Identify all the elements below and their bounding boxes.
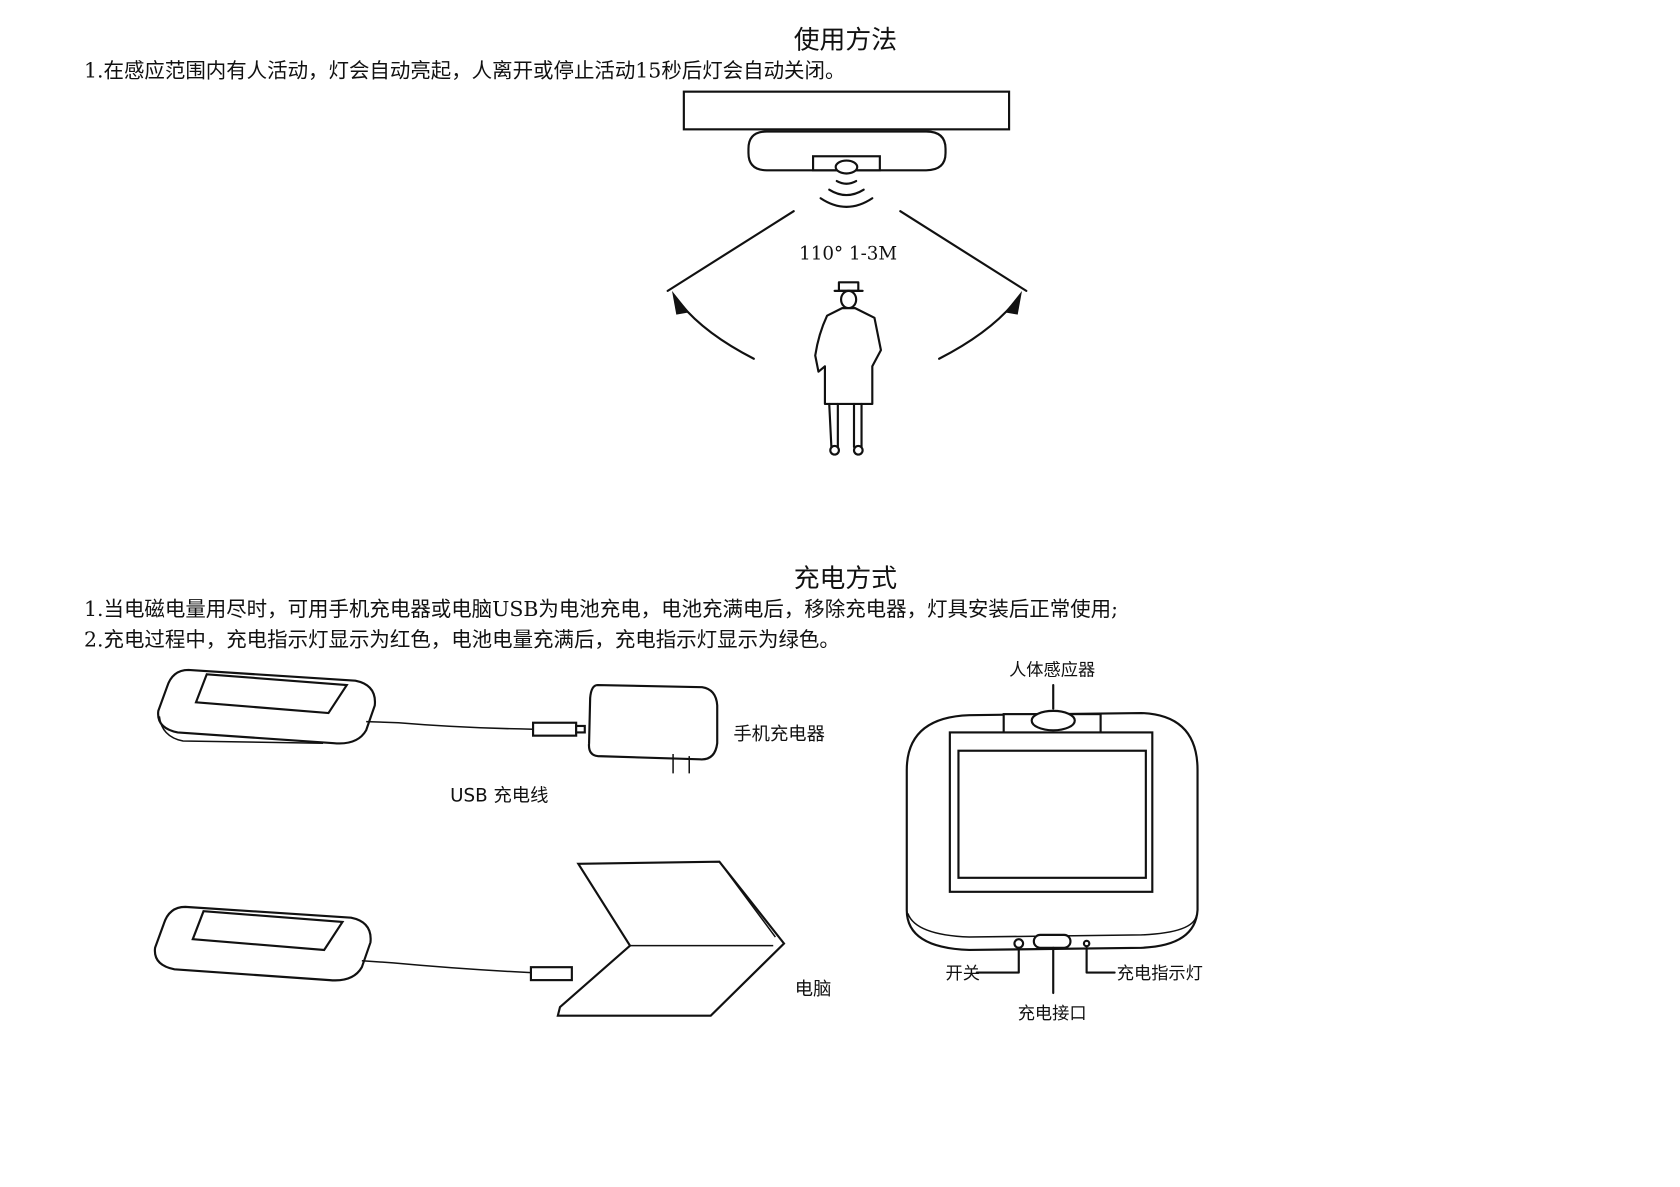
charging-title: 充电方式 [794, 564, 897, 594]
usage-title: 使用方法 [794, 26, 897, 56]
sensor-eye [834, 159, 859, 175]
usb-plug-2 [529, 966, 573, 982]
range-line-right [899, 210, 1028, 292]
laptop [556, 860, 786, 1017]
lamp-light [957, 749, 1147, 879]
angle-distance-label: 110° 1-3M [799, 244, 897, 265]
computer-charging-diagram: 电脑 [153, 860, 832, 1017]
sensor-range-diagram: 110° 1-3M [666, 90, 1028, 456]
arrowhead-right-icon [1004, 290, 1022, 315]
usb-plug [532, 721, 578, 737]
range-line-left [666, 210, 795, 292]
phone-charger-label: 手机充电器 [733, 724, 825, 745]
person-figure [814, 281, 882, 456]
sensor-label: 人体感应器 [1009, 660, 1095, 680]
arrowhead-left-icon [672, 290, 690, 315]
usage-line-1: 1.在感应范围内有人活动，灯会自动亮起，人离开或停止活动15秒后灯会自动关闭。 [84, 59, 845, 83]
phone-charger-diagram: 手机充电器 USB 充电线 [157, 668, 825, 806]
charging-port [1032, 933, 1072, 949]
switch-button [1013, 938, 1025, 949]
sensor-waves-icon [819, 179, 874, 208]
indicator-label: 充电指示灯 [1117, 964, 1203, 984]
computer-label: 电脑 [795, 979, 832, 1000]
indicator-light [1082, 939, 1091, 948]
arc-arrow-left [679, 302, 755, 360]
charging-line-1: 1.当电磁电量用尽时，可用手机充电器或电脑USB为电池充电，电池充满电后，移除充… [84, 597, 1118, 621]
ceiling [682, 90, 1011, 131]
lamp-front-view: 人体感应器 开关 充电指示灯 充电接口 [905, 660, 1203, 1024]
switch-label: 开关 [946, 964, 980, 984]
usb-cable-label: USB 充电线 [450, 785, 548, 806]
lamp-body [747, 130, 947, 172]
arc-arrow-right [937, 302, 1015, 360]
sensor-dome [1030, 709, 1076, 732]
charging-line-2: 2.充电过程中，充电指示灯显示为红色，电池电量充满后，充电指示灯显示为绿色。 [84, 627, 840, 651]
port-label: 充电接口 [1018, 1004, 1087, 1024]
wall-charger [587, 683, 719, 761]
